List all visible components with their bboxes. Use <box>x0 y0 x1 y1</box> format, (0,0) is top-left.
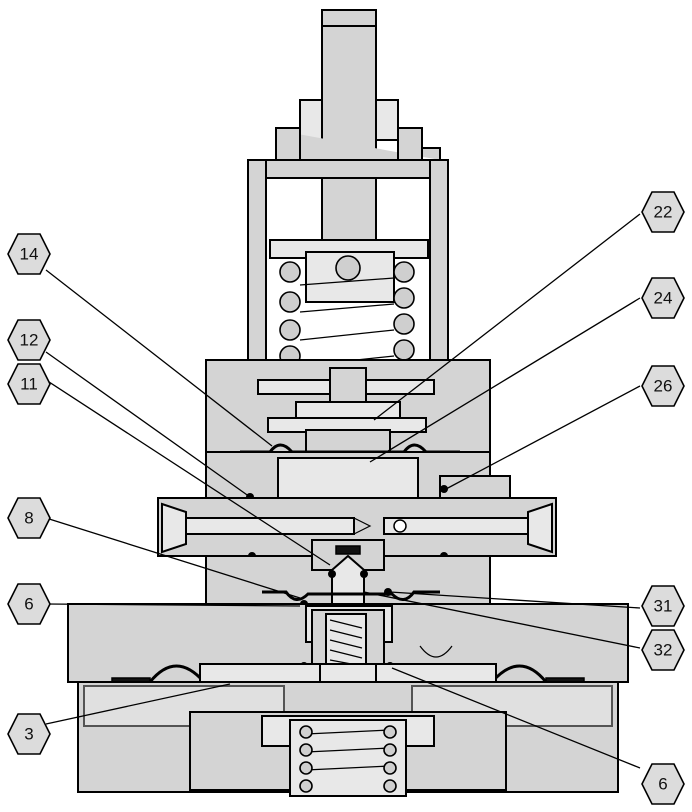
callout-11-label: 11 <box>20 375 38 394</box>
callout-3: 3 <box>7 713 51 755</box>
callout-14: 14 <box>7 233 51 275</box>
middle-body <box>205 451 511 501</box>
callout-31-label: 31 <box>654 597 673 616</box>
callout-6-left-label: 6 <box>24 595 33 614</box>
adjusting-stem <box>299 9 399 261</box>
callout-11: 11 <box>7 363 51 405</box>
callout-32-label: 32 <box>654 641 673 660</box>
spring-button <box>269 239 429 303</box>
leader-lines <box>45 213 641 769</box>
callout-6-right-label: 6 <box>658 775 667 794</box>
callout-24: 24 <box>641 277 685 319</box>
lower-body <box>67 603 629 683</box>
callout-22-label: 22 <box>654 203 673 222</box>
callout-24-label: 24 <box>654 289 673 308</box>
callout-6-left: 6 <box>7 583 51 625</box>
bonnet <box>247 127 449 373</box>
main-spring <box>279 261 415 391</box>
callout-31: 31 <box>641 585 685 627</box>
callout-12-label: 12 <box>20 331 39 350</box>
callout-26-label: 26 <box>654 377 673 396</box>
callout-8-label: 8 <box>24 509 33 528</box>
callout-22: 22 <box>641 191 685 233</box>
callout-26: 26 <box>641 365 685 407</box>
callout-6-right: 6 <box>641 763 685 805</box>
callout-8: 8 <box>7 497 51 539</box>
base <box>77 681 619 797</box>
callout-3-label: 3 <box>24 725 33 744</box>
callout-12: 12 <box>7 319 51 361</box>
callout-14-label: 14 <box>20 245 39 264</box>
callout-32: 32 <box>641 629 685 671</box>
